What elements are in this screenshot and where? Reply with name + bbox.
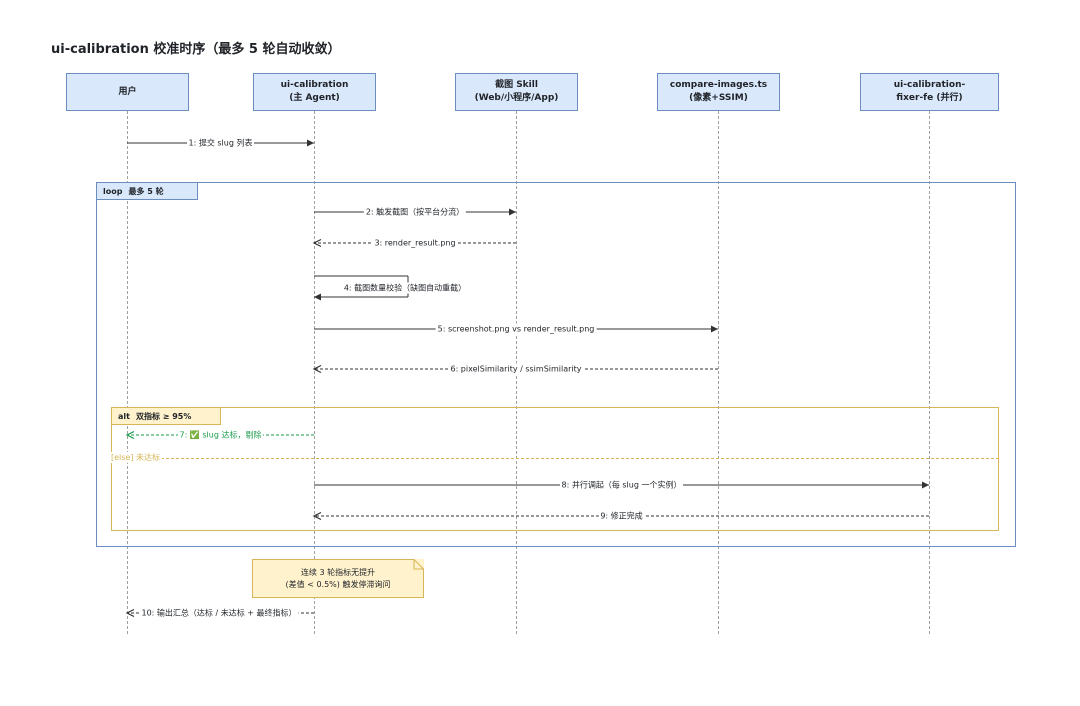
participant-line2: (像素+SSIM) bbox=[689, 93, 748, 103]
lifeline-main-agent bbox=[314, 111, 315, 634]
participant-line1: compare-images.ts bbox=[669, 80, 768, 90]
message-label: 6: pixelSimilarity / ssimSimilarity bbox=[448, 363, 584, 375]
message-label: 3: render_result.png bbox=[372, 237, 458, 249]
message-arrowhead bbox=[922, 481, 929, 489]
message-arrowhead bbox=[509, 208, 516, 216]
participant-line1: 截图 Skill bbox=[495, 80, 538, 90]
message-arrowhead bbox=[125, 608, 135, 618]
message-label: 2: 触发截图（按平台分流） bbox=[363, 206, 467, 218]
message-label: 5: screenshot.png vs render_result.png bbox=[435, 323, 597, 335]
note-shape bbox=[252, 559, 424, 598]
message-arrowhead bbox=[312, 238, 322, 248]
loop-label: 最多 5 轮 bbox=[128, 187, 164, 196]
alt-label: 双指标 ≥ 95% bbox=[135, 412, 192, 421]
lifeline-user bbox=[127, 111, 128, 634]
alt-tag: alt 双指标 ≥ 95% bbox=[111, 407, 221, 425]
stagnation-note: 连续 3 轮指标无提升 (差值 < 0.5%) 触发停滞询问 bbox=[252, 559, 424, 598]
alt-else-label: [else] 未达标 bbox=[111, 452, 163, 463]
diagram-title: ui-calibration 校准时序（最多 5 轮自动收敛） bbox=[51, 42, 341, 57]
participant-user: 用户 bbox=[66, 73, 189, 111]
message-arrowhead bbox=[125, 430, 135, 440]
self-message-arrowhead bbox=[314, 293, 321, 301]
note-line1: 连续 3 轮指标无提升 bbox=[300, 567, 376, 577]
participant-line2: (Web/小程序/App) bbox=[474, 93, 559, 103]
participant-line1: ui-calibration bbox=[280, 80, 349, 90]
message-arrowhead bbox=[312, 364, 322, 374]
message-label: 9: 修正完成 bbox=[598, 510, 645, 522]
participant-line2: fixer-fe (并行) bbox=[896, 93, 963, 103]
participant-line2: (主 Agent) bbox=[289, 93, 340, 103]
message-label: 4: 截图数量校验（缺图自动重截） bbox=[341, 282, 469, 294]
participant-fixer: ui-calibration- fixer-fe (并行) bbox=[860, 73, 999, 111]
message-arrowhead bbox=[312, 511, 322, 521]
loop-frame: loop 最多 5 轮 bbox=[96, 182, 1016, 547]
alt-else-divider bbox=[111, 458, 999, 459]
lifeline-fixer bbox=[929, 111, 930, 634]
loop-keyword: loop bbox=[103, 187, 123, 196]
alt-frame: alt 双指标 ≥ 95% bbox=[111, 407, 999, 531]
alt-keyword: alt bbox=[118, 412, 130, 421]
message-label: 8: 并行调起（每 slug 一个实例） bbox=[559, 479, 684, 491]
participant-screenshot-skill: 截图 Skill (Web/小程序/App) bbox=[455, 73, 578, 111]
participant-line1: 用户 bbox=[118, 86, 137, 97]
message-arrowhead bbox=[307, 139, 314, 147]
loop-tag: loop 最多 5 轮 bbox=[96, 182, 198, 200]
participant-line1: ui-calibration- bbox=[893, 80, 966, 90]
participant-main-agent: ui-calibration (主 Agent) bbox=[253, 73, 376, 111]
lifeline-compare-images bbox=[718, 111, 719, 634]
message-label: 1: 提交 slug 列表 bbox=[186, 137, 255, 149]
participant-compare-images: compare-images.ts (像素+SSIM) bbox=[657, 73, 780, 111]
message-label: 10: 输出汇总（达标 / 未达标 + 最终指标） bbox=[139, 607, 299, 619]
message-arrowhead bbox=[711, 325, 718, 333]
note-line2: (差值 < 0.5%) 触发停滞询问 bbox=[285, 579, 391, 589]
message-label: 7: ✅ slug 达标，剔除 bbox=[177, 429, 264, 441]
